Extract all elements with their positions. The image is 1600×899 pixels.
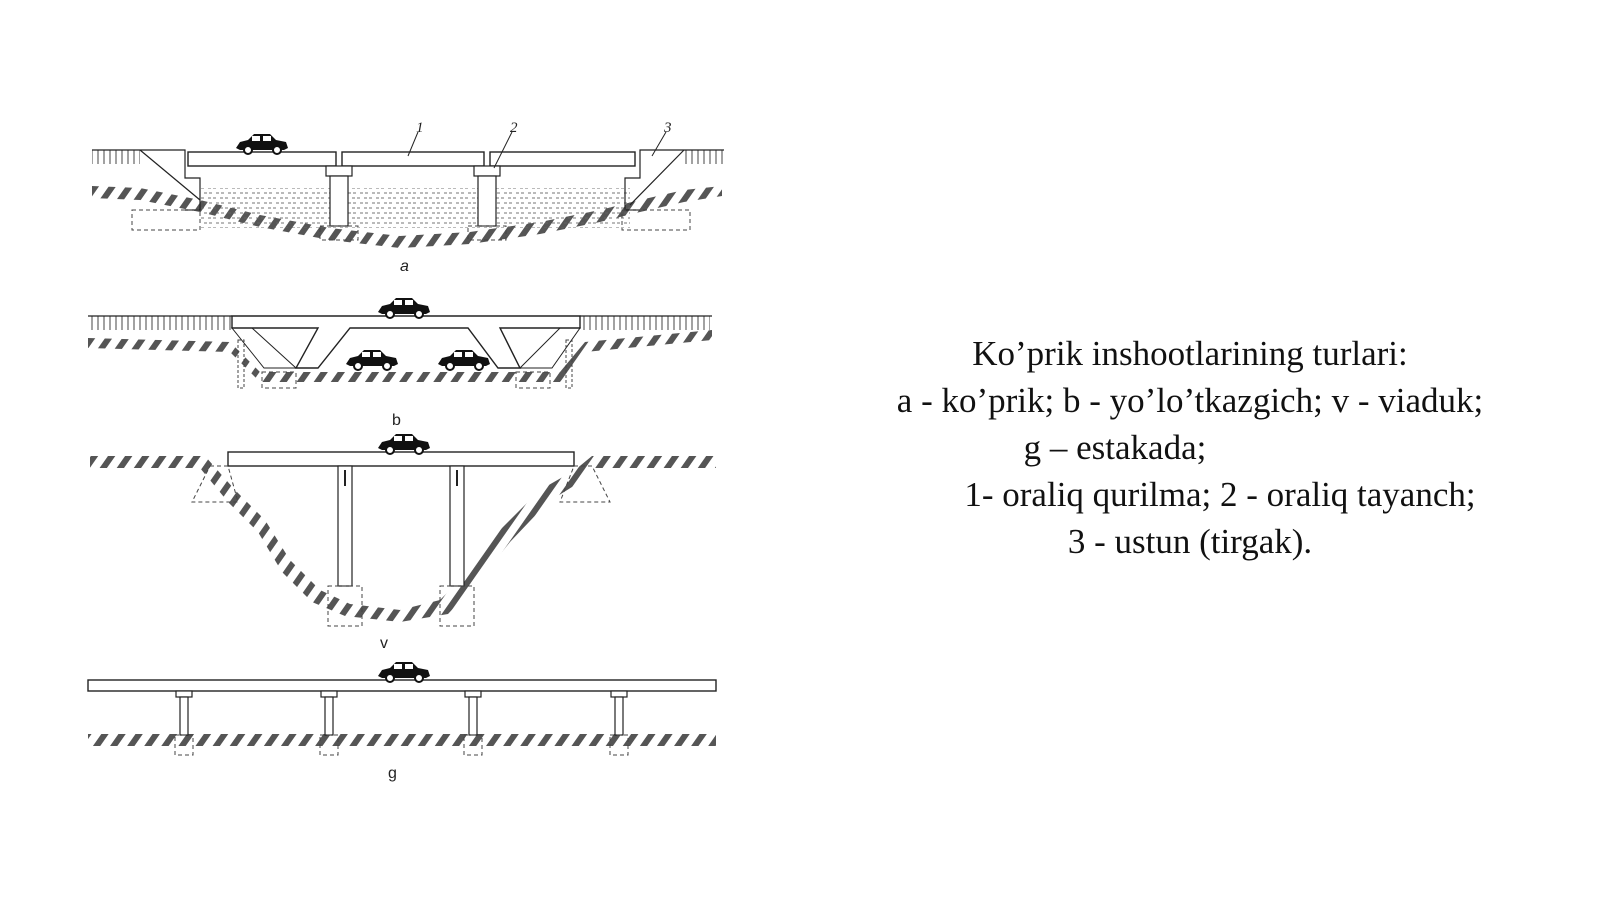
car-icon [437, 349, 491, 371]
bridge-v: v [90, 433, 716, 652]
caption-title: Ko’prik inshootlarining turlari: [972, 334, 1408, 373]
car-icon [345, 349, 399, 371]
bridge-g: g [87, 661, 717, 782]
caption-line-legend-3: 3 - ustun (tirgak). [1067, 522, 1313, 561]
label-number-2: 2 [510, 120, 518, 136]
label-number-1: 1 [416, 120, 424, 136]
label-v: v [380, 635, 388, 652]
bridge-a: 1 2 3 a [92, 120, 724, 275]
label-a: a [400, 258, 409, 275]
car-icon [377, 433, 431, 455]
car-icon [377, 661, 431, 683]
caption-line-types: a - ko’prik; b - yo’lo’tkazgich; v - via… [896, 381, 1484, 420]
label-number-3: 3 [663, 120, 672, 136]
bridge-types-diagram: 1 2 3 a b [87, 120, 724, 782]
label-b: b [392, 412, 401, 429]
car-icon [235, 133, 289, 155]
caption-text: Ko’prik inshootlarining turlari: a - ko’… [800, 330, 1580, 565]
caption-line-legend-1-2: 1- oraliq qurilma; 2 - oraliq tayanch; [964, 475, 1476, 514]
caption-line-estakada: g – estakada; [1023, 428, 1207, 467]
label-g: g [388, 765, 397, 782]
bridge-b: b [88, 297, 712, 429]
car-icon [377, 297, 431, 319]
